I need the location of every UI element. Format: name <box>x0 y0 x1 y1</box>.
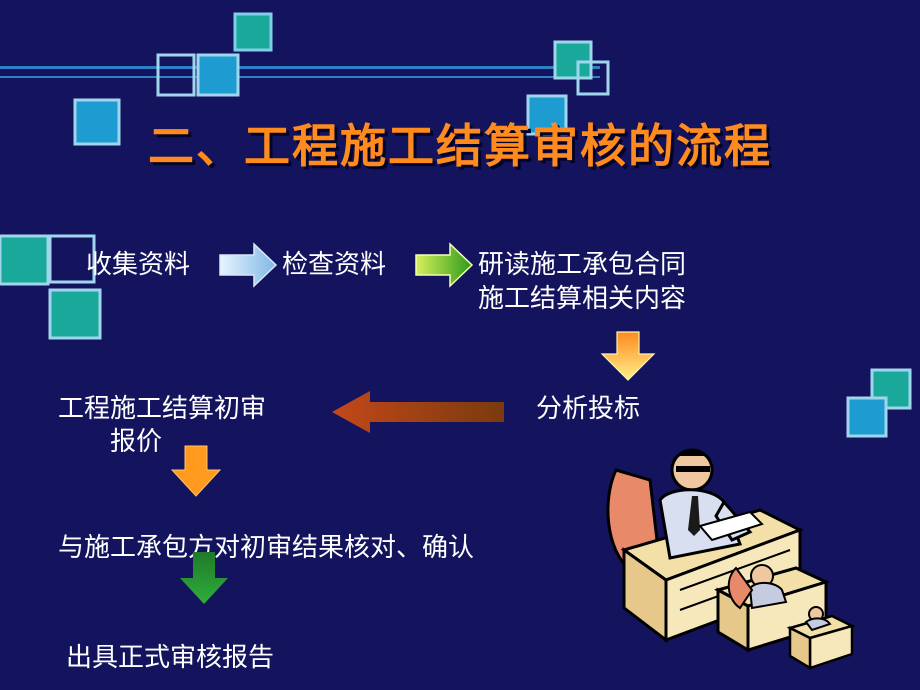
office-workers-illustration-icon <box>606 448 856 671</box>
step-analyze: 分析投标 <box>536 394 641 424</box>
step-study-line2: 施工结算相关内容 <box>478 284 687 314</box>
arrow-left-brown-icon <box>332 391 504 433</box>
square-cluster-right <box>846 368 912 438</box>
step-study-line1: 研读施工承包合同 <box>478 250 687 280</box>
arrow-right-green-icon <box>415 242 474 288</box>
arrow-down-green-icon <box>180 552 228 604</box>
slide-title: 二、工程施工结算审核的流程 <box>148 119 772 173</box>
step-check: 检查资料 <box>282 250 387 280</box>
step-prelim-line2: 报价 <box>110 427 163 457</box>
square-cluster-top <box>73 12 610 146</box>
arrow-down-orange-icon <box>170 445 222 497</box>
arrow-down-yellow-icon <box>600 331 656 381</box>
step-report: 出具正式审核报告 <box>66 643 275 673</box>
step-collect: 收集资料 <box>86 250 191 280</box>
square-cluster-left <box>0 234 102 340</box>
step-verify: 与施工承包方对初审结果核对、确认 <box>58 533 475 563</box>
step-prelim-line1: 工程施工结算初审 <box>58 394 267 424</box>
arrow-right-icon <box>219 242 278 288</box>
